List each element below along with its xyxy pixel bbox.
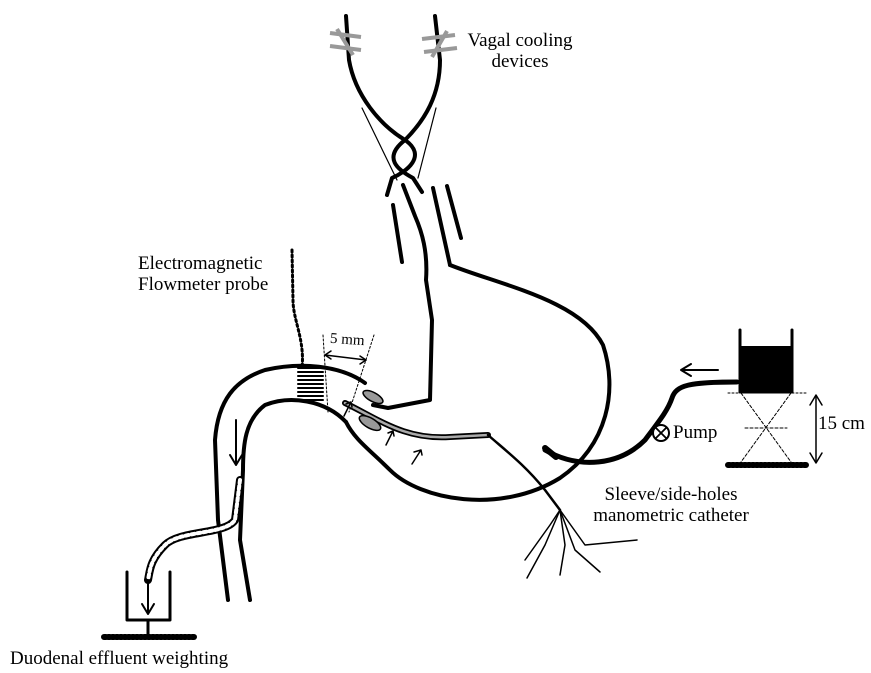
flowmeter-probe-wire (292, 250, 302, 368)
esophagus-inner-left (393, 205, 402, 262)
sidehole-arrow-2 (386, 431, 394, 445)
esophagus-left-wall (373, 185, 432, 408)
catheter-branch-5 (525, 510, 560, 560)
effluent-label: Duodenal effluent weighting (10, 648, 228, 669)
catheter-label: Sleeve/side-holes manometric catheter (566, 484, 776, 526)
esophagus-right-wall (433, 188, 450, 265)
flowmeter-label-line-2: Flowmeter probe (138, 274, 268, 295)
esophagus-inner-right (447, 186, 461, 238)
vagus-nerve-left (346, 16, 415, 195)
catheter-label-line-1: Sleeve/side-holes (566, 484, 776, 505)
distance-label: 5 mm (329, 329, 365, 352)
stomach-greater-curvature (346, 265, 609, 500)
effluent-tube-outer (148, 480, 240, 580)
reservoir-fluid (740, 346, 792, 392)
duodenum-inner-wall (240, 400, 346, 600)
flowmeter-label-line-1: Electromagnetic (138, 253, 268, 274)
reservoir-scissor-stand (741, 393, 791, 462)
vagal-label-line-1: Vagal cooling (455, 30, 585, 51)
sidehole-arrow-3 (412, 450, 422, 464)
vagal-cooling-label: Vagal cooling devices (455, 30, 585, 72)
pump-label: Pump (673, 422, 717, 443)
flowmeter-label: Electromagnetic Flowmeter probe (138, 253, 268, 295)
vagus-nerve-right (393, 16, 440, 192)
catheter-label-line-2: manometric catheter (566, 505, 776, 526)
height-label: 15 cm (818, 413, 865, 434)
pump-tube-nozzle (545, 448, 556, 457)
vagal-label-line-2: devices (455, 51, 585, 72)
catheter-branch-2 (527, 510, 560, 578)
flowmeter-probe-cuff (298, 368, 323, 400)
